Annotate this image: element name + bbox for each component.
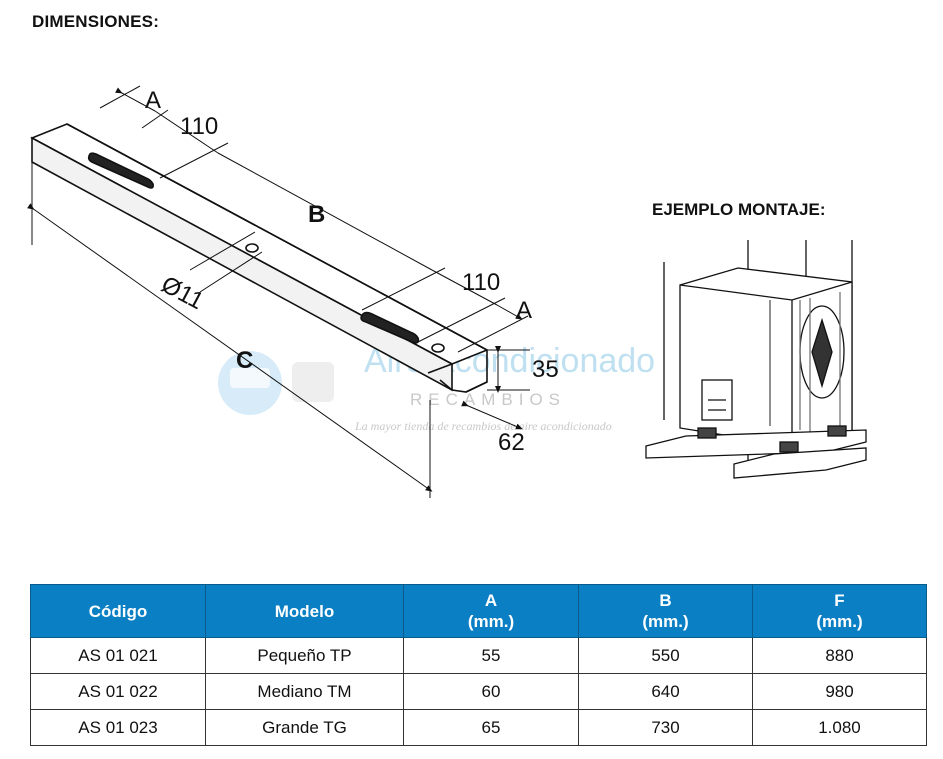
watermark-subtitle: RECAMBIOS bbox=[410, 390, 566, 409]
header-model-label: Modelo bbox=[274, 601, 335, 621]
mounting-example-title: EJEMPLO MONTAJE: bbox=[652, 200, 826, 219]
cell-code: AS 01 022 bbox=[30, 673, 206, 710]
cell-b: 550 bbox=[578, 637, 753, 674]
table-header-row: Código Modelo A (mm.) B (mm.) F (mm.) bbox=[30, 584, 927, 638]
header-model: Modelo bbox=[205, 584, 404, 638]
label-a-right: A bbox=[516, 297, 532, 324]
cell-model: Grande TG bbox=[205, 709, 404, 746]
cell-model: Pequeño TP bbox=[205, 637, 404, 674]
header-b-label: B bbox=[659, 591, 672, 610]
cell-a: 60 bbox=[403, 673, 579, 710]
header-a-label: A bbox=[484, 591, 498, 610]
cell-f: 880 bbox=[752, 637, 927, 674]
table-row: AS 01 022 Mediano TM 60 640 980 bbox=[30, 673, 927, 710]
mounting-example-illustration bbox=[645, 240, 867, 479]
header-b: B (mm.) bbox=[578, 584, 753, 638]
bracket-profile bbox=[30, 123, 489, 393]
header-f: F (mm.) bbox=[752, 584, 927, 638]
header-a: A (mm.) bbox=[403, 584, 579, 638]
cell-code: AS 01 021 bbox=[30, 637, 206, 674]
label-hole-diameter: Ø11 bbox=[157, 271, 208, 315]
header-code-label: Código bbox=[88, 601, 148, 621]
label-c: C bbox=[236, 347, 253, 374]
fan-icon bbox=[811, 317, 833, 389]
label-slot-top: 110 bbox=[180, 113, 218, 140]
table-row: AS 01 023 Grande TG 65 730 1.080 bbox=[30, 709, 927, 746]
header-a-unit: (mm.) bbox=[467, 612, 515, 631]
cell-a: 65 bbox=[403, 709, 579, 746]
cell-f: 980 bbox=[752, 673, 927, 710]
dimensions-title: DIMENSIONES: bbox=[32, 12, 160, 31]
cell-b: 640 bbox=[578, 673, 753, 710]
watermark-tagline: La mayor tienda de recambios de aire aco… bbox=[354, 419, 612, 433]
bracket-rail-icon bbox=[733, 447, 867, 479]
spec-table: Código Modelo A (mm.) B (mm.) F (mm.) AS 01… bbox=[30, 584, 927, 746]
label-height: 35 bbox=[532, 356, 559, 383]
cell-model: Mediano TM bbox=[205, 673, 404, 710]
header-f-unit: (mm.) bbox=[816, 612, 863, 631]
header-b-unit: (mm.) bbox=[642, 612, 689, 631]
header-f-label: F bbox=[834, 591, 845, 610]
label-width: 62 bbox=[498, 429, 525, 456]
cell-f: 1.080 bbox=[752, 709, 927, 746]
header-code: Código bbox=[30, 584, 206, 638]
dimension-lines bbox=[27, 85, 530, 498]
cell-b: 730 bbox=[578, 709, 753, 746]
label-slot-right: 110 bbox=[462, 269, 500, 296]
table-row: AS 01 021 Pequeño TP 55 550 880 bbox=[30, 637, 927, 674]
cell-a: 55 bbox=[403, 637, 579, 674]
label-a-top: A bbox=[145, 87, 161, 114]
cell-code: AS 01 023 bbox=[30, 709, 206, 746]
technical-drawing: Aire Acondicionado RECAMBIOS La mayor ti… bbox=[27, 85, 867, 498]
label-b: B bbox=[308, 201, 325, 228]
